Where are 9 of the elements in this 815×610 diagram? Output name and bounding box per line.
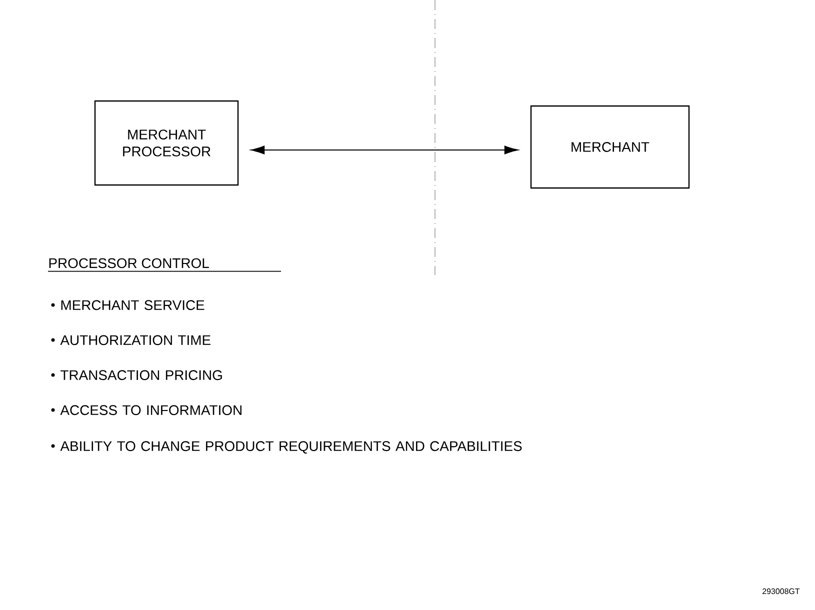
process-box: MERCHANT PROCESSOR [94, 100, 239, 186]
list-item: TRANSACTION PRICING [60, 370, 222, 380]
underlined-heading: PROCESSOR CONTROL [49, 258, 209, 268]
list-item: AUTHORIZATION TIME [60, 335, 210, 346]
double-arrow [250, 146, 518, 154]
process-box: MERCHANT [530, 105, 690, 189]
list-item: ABILITY TO CHANGE PRODUCT REQUIREMENTS AND CAPABILITIES [60, 441, 522, 454]
list-item: MERCHANT SERVICE [61, 300, 204, 310]
list-item: ACCESS TO INFORMATION [60, 405, 242, 416]
